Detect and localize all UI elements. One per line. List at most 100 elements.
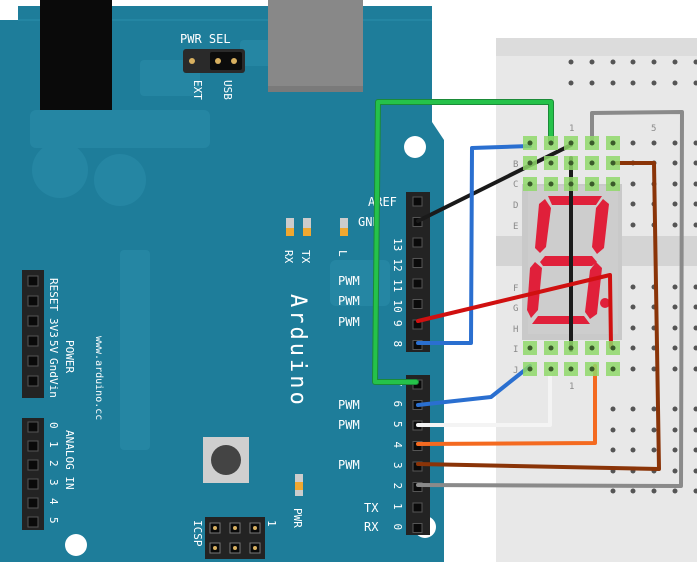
breadboard-hole xyxy=(611,448,616,453)
analog-header xyxy=(22,418,44,530)
breadboard-hole xyxy=(611,489,616,494)
breadboard-hole xyxy=(652,407,657,412)
connected-hole xyxy=(611,367,616,372)
breadboard-hole xyxy=(631,367,636,372)
pwm-label: PWM xyxy=(338,294,360,308)
jumper-cap xyxy=(210,52,242,70)
connected-hole xyxy=(611,141,616,146)
url-text: www.arduino.cc xyxy=(93,336,104,420)
rx-pin-label: RX xyxy=(364,520,379,534)
pwr-led xyxy=(295,482,303,490)
regulator-outline xyxy=(30,110,210,148)
row-label: D xyxy=(513,201,518,211)
header-pin[interactable] xyxy=(28,441,38,451)
breadboard-hole xyxy=(673,489,678,494)
header-pin[interactable] xyxy=(413,524,422,533)
header-pin[interactable] xyxy=(413,238,422,247)
icsp-pin-contact xyxy=(253,546,257,550)
connected-hole xyxy=(590,346,595,351)
breadboard-hole xyxy=(673,81,678,86)
header-pin[interactable] xyxy=(413,197,422,206)
breadboard-top-strip xyxy=(496,38,697,56)
header-pin[interactable] xyxy=(28,479,38,489)
breadboard-hole xyxy=(631,407,636,412)
analog-pin-label: 0 xyxy=(47,422,60,429)
digital-pin-label: 8 xyxy=(391,341,404,348)
column-label: 1 xyxy=(569,382,574,392)
pwr-sel-label: PWR SEL xyxy=(180,32,231,46)
header-pin[interactable] xyxy=(413,279,422,288)
l-led-label: L xyxy=(336,250,349,257)
connected-hole xyxy=(569,141,574,146)
row-label: H xyxy=(513,325,518,335)
connected-hole xyxy=(549,161,554,166)
breadboard-hole xyxy=(673,407,678,412)
digital-pin-label: 0 xyxy=(391,524,404,531)
header-pin[interactable] xyxy=(28,296,38,306)
header-pin[interactable] xyxy=(28,316,38,326)
connected-hole xyxy=(549,367,554,372)
breadboard-hole xyxy=(569,60,574,65)
icsp-pin-contact xyxy=(253,526,257,530)
breadboard-hole xyxy=(673,469,678,474)
5v-label: 5V xyxy=(47,340,60,354)
digital-pin-label: 4 xyxy=(391,442,404,449)
connected-hole xyxy=(549,141,554,146)
breadboard-hole xyxy=(611,407,616,412)
breadboard-hole xyxy=(673,448,678,453)
gnd-power-label: Gnd xyxy=(47,358,60,378)
breadboard-hole xyxy=(631,223,636,228)
breadboard-hole xyxy=(673,305,678,310)
header-pin[interactable] xyxy=(28,517,38,527)
icsp-pin-contact xyxy=(213,546,217,550)
breadboard-hole xyxy=(611,81,616,86)
icsp-pin-contact xyxy=(233,546,237,550)
breadboard-hole xyxy=(631,141,636,146)
brand-text: Arduino xyxy=(285,294,310,408)
header-pin[interactable] xyxy=(28,336,38,346)
header-pin[interactable] xyxy=(413,300,422,309)
usb-connector-shadow xyxy=(268,86,363,92)
pwm-label: PWM xyxy=(338,418,360,432)
breadboard-hole xyxy=(673,202,678,207)
3v3-label: 3V3 xyxy=(47,318,60,338)
breadboard-hole xyxy=(652,81,657,86)
row-label: C xyxy=(513,180,518,190)
column-label: 5 xyxy=(651,124,656,134)
connected-hole xyxy=(590,182,595,187)
pwm-label: PWM xyxy=(338,398,360,412)
breadboard-hole xyxy=(631,346,636,351)
breadboard-hole xyxy=(673,223,678,228)
header-pin[interactable] xyxy=(28,376,38,386)
header-pin[interactable] xyxy=(413,259,422,268)
segment-d xyxy=(532,316,590,324)
rx-led xyxy=(303,228,311,236)
header-pin[interactable] xyxy=(28,498,38,508)
reset-button[interactable] xyxy=(211,445,241,475)
rx-led-label: RX xyxy=(282,250,295,264)
header-pin[interactable] xyxy=(413,503,422,512)
row-label: F xyxy=(513,284,518,294)
breadboard-hole xyxy=(673,285,678,290)
mounting-hole xyxy=(65,534,87,556)
tx-led-label: TX xyxy=(299,250,312,264)
connected-hole xyxy=(590,367,595,372)
ext-label: EXT xyxy=(191,80,204,100)
header-pin[interactable] xyxy=(28,356,38,366)
tx-led xyxy=(286,228,294,236)
tx-pin-label: TX xyxy=(364,501,379,515)
usb-label: USB xyxy=(221,80,234,100)
connected-hole xyxy=(549,182,554,187)
connected-hole xyxy=(569,161,574,166)
header-pin[interactable] xyxy=(28,460,38,470)
capacitor-outline xyxy=(94,154,146,206)
header-pin[interactable] xyxy=(28,422,38,432)
breadboard-hole xyxy=(673,428,678,433)
breadboard-hole xyxy=(673,161,678,166)
connected-hole xyxy=(569,182,574,187)
breadboard-hole xyxy=(673,346,678,351)
header-pin[interactable] xyxy=(28,276,38,286)
digital-pin-label: 9 xyxy=(391,320,404,327)
power-section-label: POWER xyxy=(63,340,76,373)
